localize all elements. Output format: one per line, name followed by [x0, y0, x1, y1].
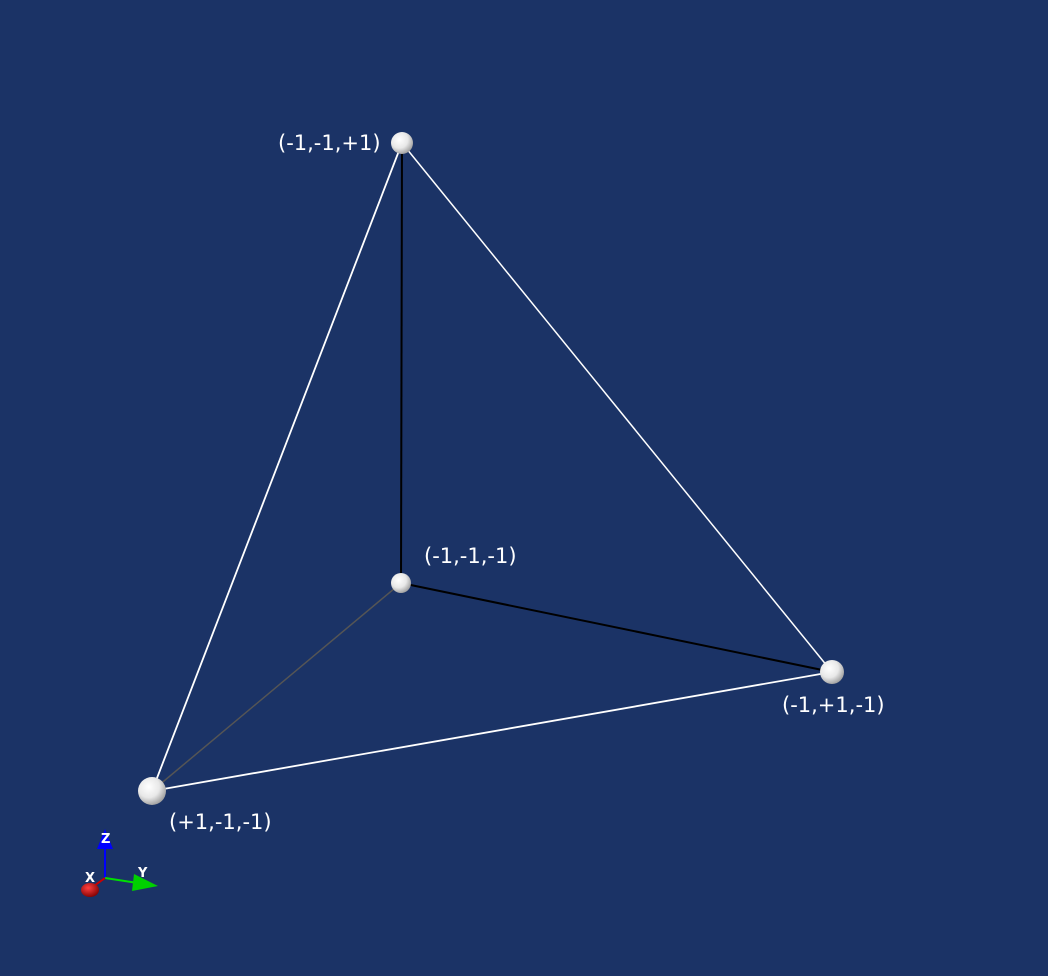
edge-front-right [151, 671, 833, 792]
vertex-label-front: (+1,-1,-1) [169, 810, 272, 834]
vertex-top-sphere[interactable] [391, 132, 413, 154]
vertex-labels: (-1,-1,+1) (-1,-1,-1) (-1,+1,-1) (+1,-1,… [169, 131, 885, 834]
orientation-axes-widget: Z Y X [81, 829, 158, 897]
edge-back-front [151, 582, 402, 792]
x-axis-label: X [85, 871, 95, 886]
vertex-label-back: (-1,-1,-1) [424, 544, 517, 568]
z-axis-arrowhead [97, 829, 113, 849]
edge-top-right [401, 142, 833, 673]
x-axis-line [93, 877, 106, 887]
vertex-label-top: (-1,-1,+1) [278, 131, 381, 155]
vertex-right-sphere[interactable] [820, 660, 844, 684]
edges [151, 142, 833, 792]
vertex-front-sphere[interactable] [138, 777, 166, 805]
vertex-label-right: (-1,+1,-1) [782, 693, 885, 717]
vertices [138, 132, 844, 805]
edge-back-right [400, 582, 833, 673]
z-axis-label: Z [101, 832, 110, 847]
edge-top-front [151, 142, 403, 792]
vertex-back-sphere[interactable] [391, 573, 411, 593]
x-axis-arrowhead [81, 883, 99, 897]
y-axis-arrowhead [132, 874, 158, 891]
y-axis-label: Y [137, 866, 148, 881]
edge-top-back [400, 142, 403, 584]
y-axis-line [104, 877, 139, 884]
